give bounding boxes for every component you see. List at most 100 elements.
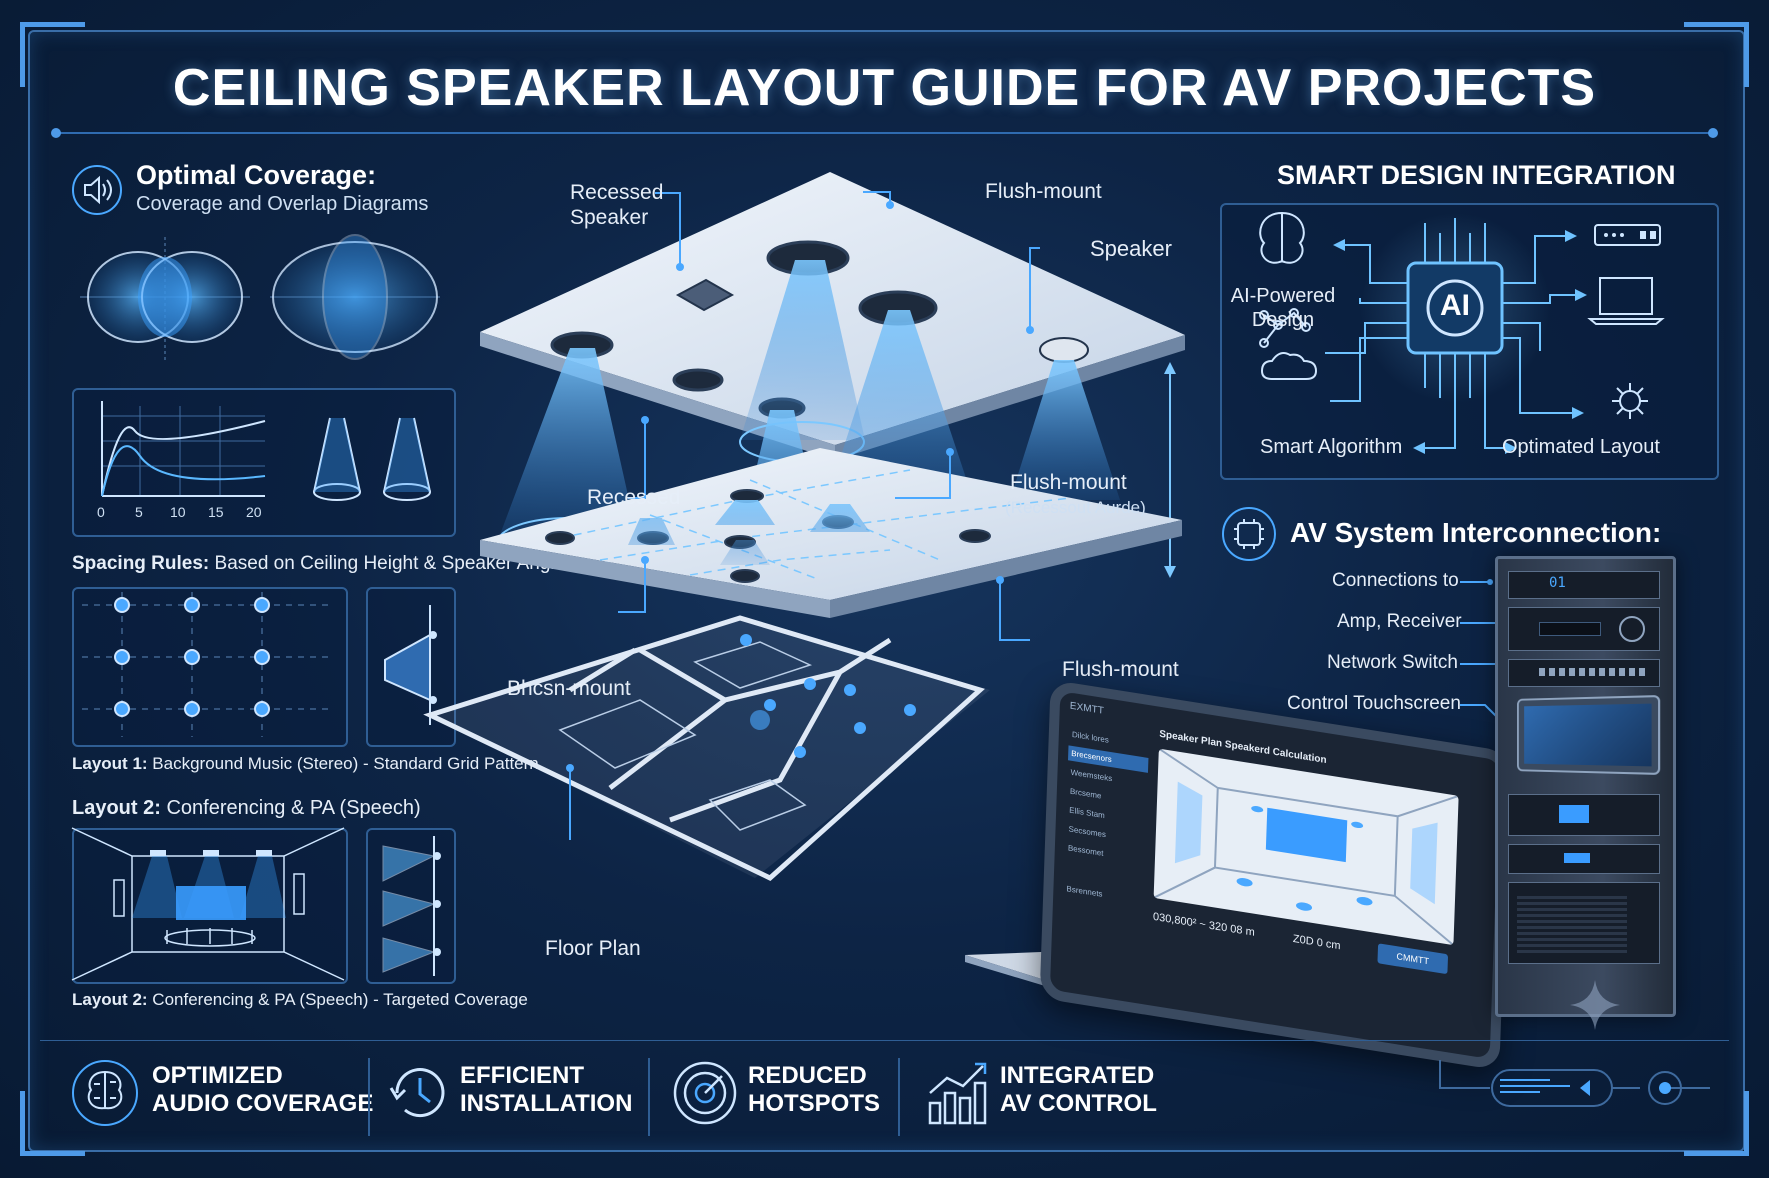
growth-chart-icon xyxy=(928,1062,987,1125)
benefit-integrated: INTEGRATED AV CONTROL xyxy=(1000,1062,1157,1118)
grid-speaker-dot xyxy=(114,597,130,613)
benefit-line: AV CONTROL xyxy=(1000,1090,1157,1117)
rack-display: 01 xyxy=(1549,575,1566,591)
graph-tick: 15 xyxy=(208,504,224,520)
grid-speaker-dot xyxy=(254,597,270,613)
label-recessed-speaker: Recessed Speaker xyxy=(570,180,663,230)
benefit-line: INSTALLATION xyxy=(460,1090,633,1117)
layout2-title-text: Conferencing & PA (Speech) xyxy=(166,797,421,819)
grid-speaker-dot xyxy=(184,597,200,613)
benefit-line: REDUCED xyxy=(748,1062,867,1089)
smart-algorithm-label: Smart Algorithm xyxy=(1260,436,1403,458)
equipment-rack: 01 xyxy=(1495,556,1676,1017)
label-flush-mount: Flush-mount xyxy=(985,180,1102,203)
frame-corner xyxy=(1684,1091,1749,1156)
benefit-line: EFFICIENT xyxy=(460,1062,584,1089)
network-switch-unit xyxy=(1508,659,1660,687)
label-bhcsn-mount: Bhcsn-mount xyxy=(507,677,631,700)
tablet-device[interactable]: EXMTT Dilck lores Brecsenors Weemsteks B… xyxy=(1039,679,1511,1071)
rack-unit xyxy=(1508,794,1660,836)
grid-speaker-dot xyxy=(114,701,130,717)
frame-corner xyxy=(20,22,85,87)
grid-speaker-dot xyxy=(184,649,200,665)
isometric-ceiling-diagram xyxy=(423,172,1185,881)
layout2-label: Layout 2: xyxy=(72,990,148,1009)
benefit-efficient: EFFICIENT INSTALLATION xyxy=(460,1062,632,1118)
benefit-divider xyxy=(648,1058,650,1136)
ai-chip-label: AI xyxy=(1440,289,1470,322)
layout2-caption: Layout 2: Conferencing & PA (Speech) - T… xyxy=(72,990,528,1010)
layout2-text: Conferencing & PA (Speech) - Targeted Co… xyxy=(152,990,528,1009)
conference-room-diagram xyxy=(71,827,345,981)
layout2-title: Layout 2: Conferencing & PA (Speech) xyxy=(72,797,421,820)
smart-heading: SMART DESIGN INTEGRATION xyxy=(1277,160,1676,190)
label-line: Recessed xyxy=(570,181,664,204)
layout1-text: Background Music (Stereo) - Standard Gri… xyxy=(152,754,539,773)
graph-tick: 0 xyxy=(97,504,105,520)
grid-layout-panel xyxy=(72,587,348,747)
outer-frame xyxy=(28,30,1745,1152)
target-icon xyxy=(673,1061,737,1125)
decorative-circuit xyxy=(1439,1060,1710,1107)
graph-tick: 20 xyxy=(246,504,262,520)
av-item: Connections to xyxy=(1332,570,1459,591)
benefit-line: HOTSPOTS xyxy=(748,1090,881,1117)
coverage-overlap-diagram xyxy=(80,234,440,362)
label-flush-mount-sub: (Recessout Aurde) xyxy=(1005,498,1146,517)
label-line: Speaker xyxy=(570,206,649,229)
layout1-caption: Layout 1: Background Music (Stereo) - St… xyxy=(72,754,539,774)
label-speaker: Speaker xyxy=(1090,236,1172,261)
bottom-divider xyxy=(40,1040,1729,1041)
benefit-line: AUDIO COVERAGE xyxy=(152,1090,374,1117)
clock-refresh-icon xyxy=(389,1068,445,1118)
graph-tick: 5 xyxy=(135,504,143,520)
label-floor-plan: Floor Plan xyxy=(545,937,641,960)
benefit-divider xyxy=(368,1058,370,1136)
coverage-graph-panel xyxy=(72,388,456,537)
rack-unit: 01 xyxy=(1508,571,1660,599)
label-line: Design xyxy=(1251,309,1315,331)
spacing-text: Based on Ceiling Height & Speaker Angle xyxy=(214,553,566,574)
ai-powered-label: AI-Powered Design xyxy=(1228,284,1338,332)
graph-tick: 10 xyxy=(170,504,186,520)
amplifier-unit xyxy=(1508,607,1660,651)
rack-unit xyxy=(1508,844,1660,874)
spacing-rules: Spacing Rules: Based on Ceiling Height &… xyxy=(72,553,565,575)
spacing-label: Spacing Rules: xyxy=(72,553,210,574)
coverage-heading: Optimal Coverage: xyxy=(136,160,377,190)
tablet-menu-item[interactable]: Bsrennets xyxy=(1066,884,1103,899)
layout2-title-label: Layout 2: xyxy=(72,797,161,819)
coverage-subheading: Coverage and Overlap Diagrams xyxy=(136,193,429,215)
tablet-readout: Z0D 0 cm xyxy=(1292,932,1341,953)
tablet-action-button[interactable]: CMMTT xyxy=(1377,943,1449,975)
rack-unit xyxy=(1508,882,1660,964)
benefit-reduced: REDUCED HOTSPOTS xyxy=(748,1062,880,1118)
speaker-volume-icon xyxy=(72,165,122,215)
benefit-optimized: OPTIMIZED AUDIO COVERAGE xyxy=(152,1062,373,1118)
attenuation-graph xyxy=(101,401,266,497)
frame-corner xyxy=(20,1091,85,1156)
ai-integration-diagram xyxy=(1259,211,1665,454)
label-flush-mount: Flush-mount xyxy=(1062,658,1179,681)
tablet-readout: 030,800² ~ 320 08 m xyxy=(1152,910,1255,939)
tablet-brand: EXMTT xyxy=(1069,700,1104,717)
av-item: Control Touchscreen xyxy=(1287,693,1461,714)
room-3d-view xyxy=(1153,748,1459,946)
label-recessed: Recessed xyxy=(587,486,681,509)
speaker-grid-pattern xyxy=(82,592,334,737)
av-item: Network Switch xyxy=(1327,652,1458,673)
grid-speaker-dot xyxy=(114,649,130,665)
wall-speaker-cone xyxy=(384,605,437,725)
av-item: Amp, Receiver xyxy=(1337,611,1462,632)
sparkle-icon xyxy=(1570,980,1620,1030)
title-divider xyxy=(51,128,1718,138)
frame-corner xyxy=(1684,22,1749,87)
optimated-layout-label: Optimated Layout xyxy=(1502,436,1660,458)
speaker-angle-diagram xyxy=(313,417,431,501)
page-title: CEILING SPEAKER LAYOUT GUIDE FOR AV PROJ… xyxy=(172,59,1597,117)
control-touchscreen[interactable] xyxy=(1517,694,1661,776)
label-line: AI-Powered xyxy=(1230,285,1336,307)
brain-icon xyxy=(72,1060,138,1126)
rack-icon xyxy=(1222,507,1276,561)
benefit-line: INTEGRATED xyxy=(1000,1062,1155,1089)
